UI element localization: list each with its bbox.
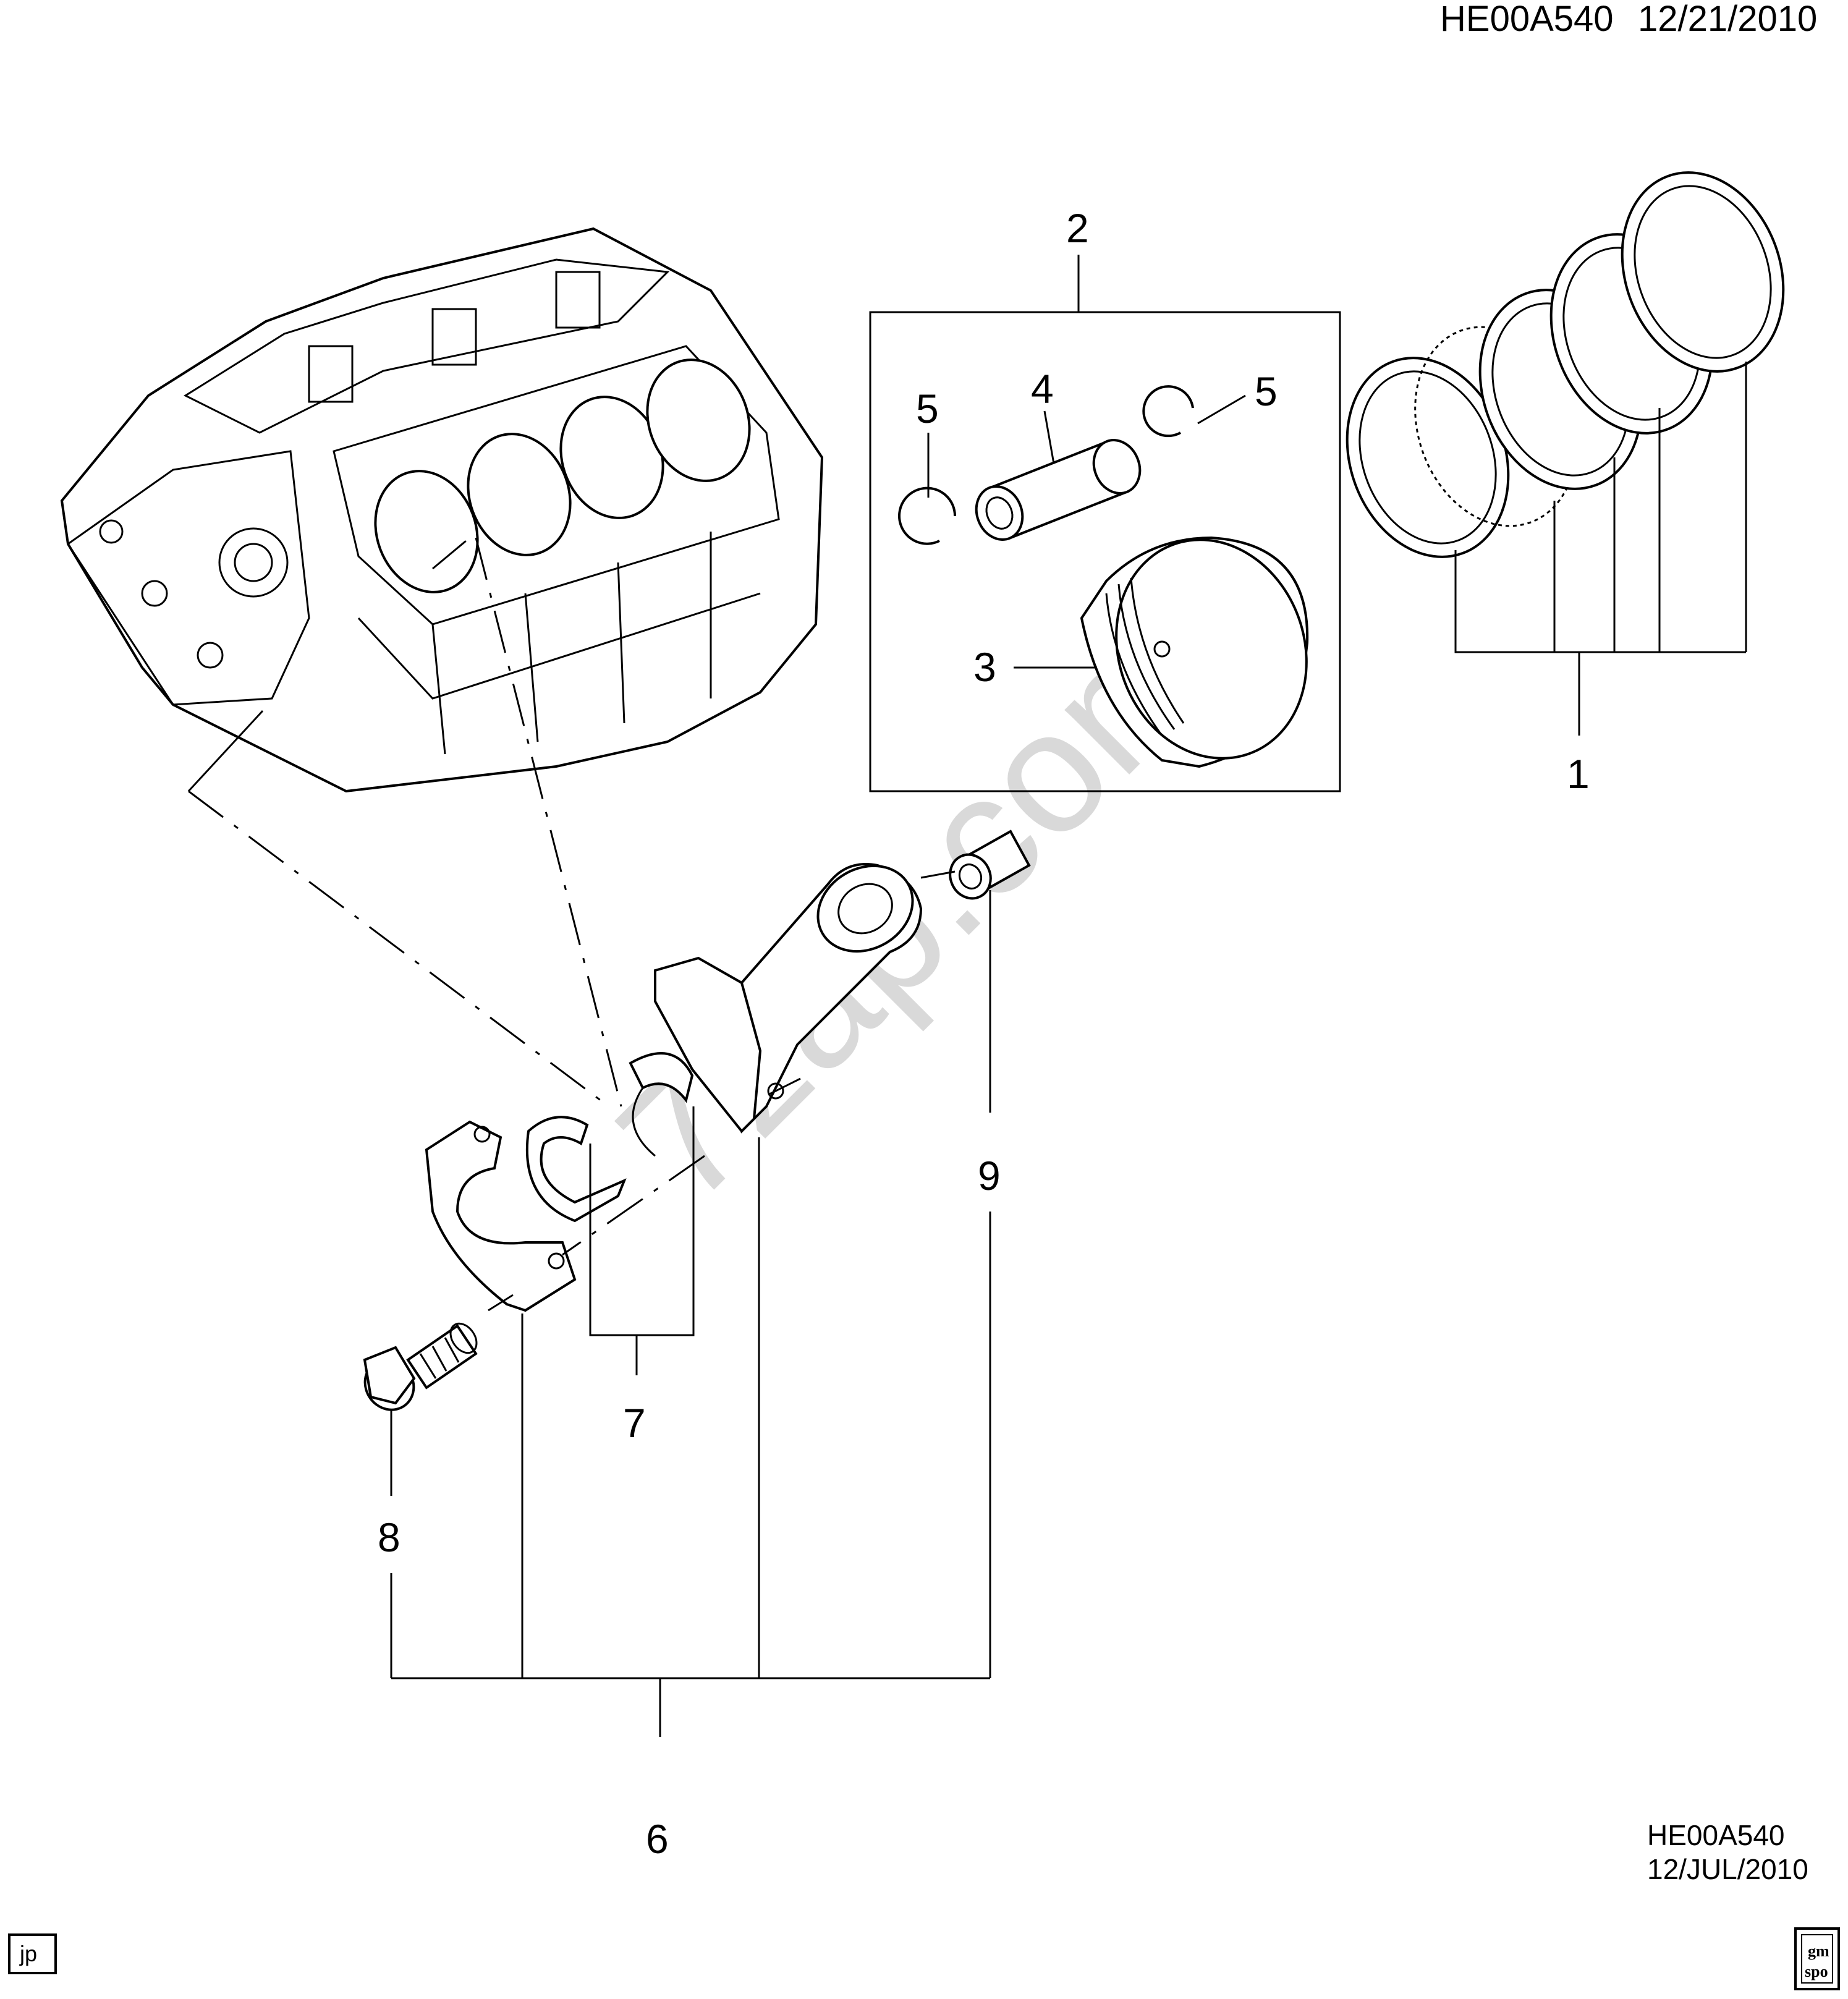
- pin-bushing: [949, 830, 1031, 900]
- connecting-rod-cap: [425, 1120, 577, 1312]
- callout-4: 4: [1031, 366, 1054, 412]
- svg-text:spo: spo: [1805, 1963, 1828, 1980]
- piston-pin-retainer-left: [898, 486, 957, 545]
- corner-tag-box: jp: [8, 1933, 57, 1974]
- bearing-shell-lower: [525, 1116, 627, 1223]
- footer-diagram-code: HE00A540: [1647, 1819, 1785, 1851]
- piston: [1080, 536, 1309, 768]
- callout-9: 9: [978, 1153, 1001, 1199]
- header-diagram-code: HE00A540: [1440, 0, 1614, 39]
- callout-7: 7: [623, 1400, 646, 1446]
- callout-6: 6: [646, 1816, 669, 1862]
- piston-pin-retainer-right: [1142, 385, 1194, 438]
- corner-tag-text: jp: [19, 1941, 37, 1966]
- piston-rings: [1346, 171, 1785, 558]
- svg-text:gm: gm: [1808, 1942, 1829, 1960]
- gm-spo-logo: gm spo: [1794, 1927, 1840, 1990]
- engine-block: [60, 227, 824, 793]
- bearing-shell-upper: [629, 1052, 694, 1157]
- callout-5-left: 5: [916, 386, 939, 431]
- callout-5-right: 5: [1255, 368, 1278, 414]
- callout-1: 1: [1567, 751, 1590, 797]
- piston-assembly-box: [869, 311, 1341, 792]
- callout-2: 2: [1066, 205, 1089, 251]
- connecting-rod: [654, 863, 923, 1134]
- footer-date: 12/JUL/2010: [1647, 1853, 1808, 1885]
- callout-3: 3: [973, 644, 996, 690]
- callout-8: 8: [378, 1514, 401, 1560]
- connecting-rod-bolt: [363, 1322, 478, 1411]
- header-date: 12/21/2010: [1638, 0, 1817, 39]
- piston-pin: [975, 439, 1142, 541]
